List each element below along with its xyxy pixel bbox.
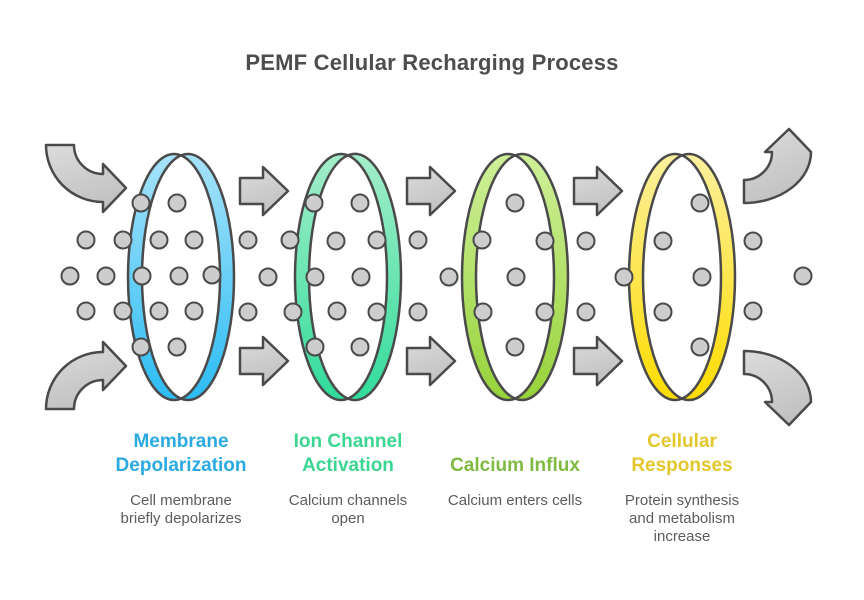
particle-dot bbox=[149, 230, 169, 250]
stage-cellular-responses: Cellular Responses Protein synthesis and… bbox=[595, 428, 769, 546]
stage-ion-channel-activation: Ion Channel Activation Calcium channels … bbox=[261, 428, 435, 528]
stage-title: Membrane Depolarization bbox=[94, 428, 268, 478]
particle-dot bbox=[327, 301, 347, 321]
flow-right-arrow-top-2-icon bbox=[405, 165, 457, 217]
particle-dot bbox=[238, 230, 258, 250]
page-title: PEMF Cellular Recharging Process bbox=[245, 50, 619, 75]
flow-right-arrow-top-3-icon bbox=[572, 165, 624, 217]
particle-dot bbox=[326, 231, 346, 251]
ring-cellular-responses-icon bbox=[627, 152, 737, 402]
particle-dot bbox=[202, 265, 222, 285]
particle-dot bbox=[653, 231, 673, 251]
particle-dot bbox=[408, 230, 428, 250]
particle-dot bbox=[367, 230, 387, 250]
stage-title: Calcium Influx bbox=[428, 428, 602, 478]
particle-dot bbox=[76, 301, 96, 321]
particle-dot bbox=[576, 302, 596, 322]
particle-dot bbox=[113, 301, 133, 321]
particle-dots-layer bbox=[60, 193, 813, 357]
stage-description: Calcium channels open bbox=[288, 492, 408, 527]
particle-dot bbox=[743, 231, 763, 251]
particle-dot bbox=[184, 301, 204, 321]
stage-title-line: Calcium Influx bbox=[450, 455, 580, 476]
particle-dot bbox=[351, 267, 371, 287]
particle-dot bbox=[167, 337, 187, 357]
particle-dot bbox=[305, 267, 325, 287]
stage-description: Cell membrane briefly depolarizes bbox=[120, 492, 242, 527]
particle-dot bbox=[280, 230, 300, 250]
particle-dot bbox=[131, 337, 151, 357]
particle-dot bbox=[113, 230, 133, 250]
particle-dot bbox=[184, 230, 204, 250]
flow-right-arrow-bottom-3-icon bbox=[572, 335, 624, 387]
curved-arrows-layer bbox=[44, 127, 813, 427]
flow-right-arrow-top-1-icon bbox=[238, 165, 290, 217]
particle-dot bbox=[506, 267, 526, 287]
ring-calcium-influx-icon bbox=[460, 152, 570, 402]
stage-title-line: Membrane bbox=[133, 431, 229, 452]
stage-calcium-influx: Calcium Influx Calcium enters cells bbox=[428, 428, 602, 510]
particle-dot bbox=[96, 266, 116, 286]
particle-dot bbox=[692, 267, 712, 287]
particle-dot bbox=[690, 193, 710, 213]
coil-rings-layer bbox=[126, 152, 737, 402]
particle-dot bbox=[167, 193, 187, 213]
particle-dot bbox=[76, 230, 96, 250]
particle-dot bbox=[614, 267, 634, 287]
particle-dot bbox=[743, 301, 763, 321]
particle-dot bbox=[439, 267, 459, 287]
particle-dot bbox=[169, 266, 189, 286]
stage-description: Calcium enters cells bbox=[447, 492, 583, 509]
particle-dot bbox=[690, 337, 710, 357]
stage-membrane-depolarization: Membrane Depolarization Cell membrane br… bbox=[94, 428, 268, 528]
particle-dot bbox=[350, 193, 370, 213]
flow-right-arrow-bottom-2-icon bbox=[405, 335, 457, 387]
particle-dot bbox=[305, 337, 325, 357]
flow-arrows-layer bbox=[238, 165, 624, 387]
particle-dot bbox=[238, 302, 258, 322]
inflow-curved-arrow-top-icon bbox=[44, 143, 128, 214]
stage-title: Ion Channel Activation bbox=[261, 428, 435, 478]
particle-dot bbox=[505, 337, 525, 357]
stage-title-line: Responses bbox=[631, 455, 733, 476]
particle-dot bbox=[576, 231, 596, 251]
particle-dot bbox=[350, 337, 370, 357]
stage-title-line: Depolarization bbox=[115, 455, 247, 476]
particle-dot bbox=[149, 301, 169, 321]
stage-description: Protein synthesis and metabolism increas… bbox=[624, 492, 740, 545]
stage-title-line: Activation bbox=[302, 455, 394, 476]
outflow-curved-arrow-bottom-icon bbox=[742, 349, 813, 427]
particle-dot bbox=[535, 302, 555, 322]
particle-dot bbox=[408, 302, 428, 322]
stage-title-line: Cellular bbox=[647, 431, 717, 452]
stage-title: Cellular Responses bbox=[595, 428, 769, 478]
outflow-curved-arrow-top-icon bbox=[742, 127, 813, 205]
particle-dot bbox=[60, 266, 80, 286]
particle-dot bbox=[367, 302, 387, 322]
inflow-curved-arrow-bottom-icon bbox=[44, 340, 128, 411]
particle-dot bbox=[535, 231, 555, 251]
ring-ion-channel-activation-icon bbox=[293, 152, 403, 402]
flow-right-arrow-bottom-1-icon bbox=[238, 335, 290, 387]
particle-dot bbox=[258, 267, 278, 287]
particle-dot bbox=[473, 302, 493, 322]
particle-dot bbox=[653, 302, 673, 322]
particle-dot bbox=[472, 230, 492, 250]
stage-title-line: Ion Channel bbox=[293, 431, 403, 452]
particle-dot bbox=[505, 193, 525, 213]
particle-dot bbox=[304, 193, 324, 213]
particle-dot bbox=[793, 266, 813, 286]
particle-dot bbox=[283, 302, 303, 322]
particle-dot bbox=[131, 193, 151, 213]
particle-dot bbox=[132, 266, 152, 286]
